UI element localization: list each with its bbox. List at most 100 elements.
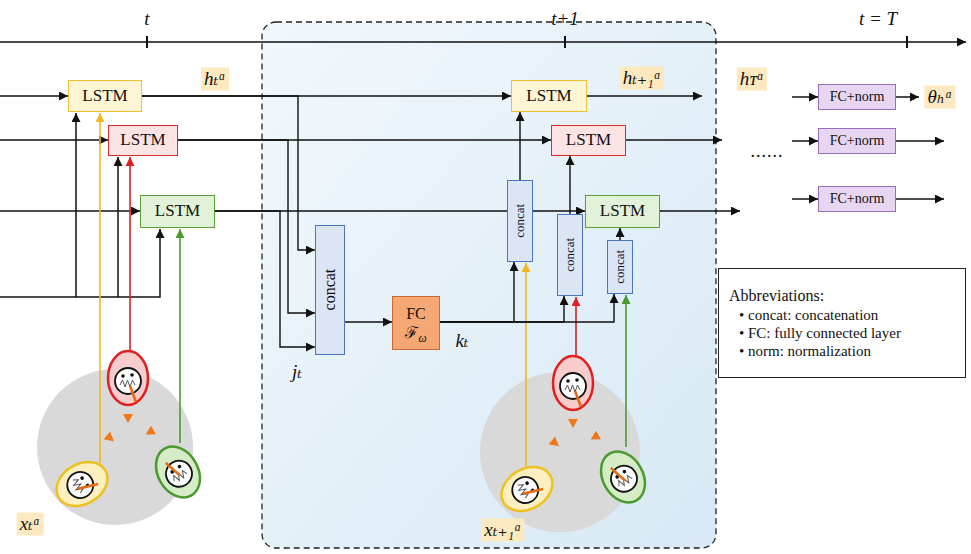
input-wires-part xyxy=(0,210,140,212)
observation-scene-part-part xyxy=(560,373,586,399)
text-line: LSTM xyxy=(600,201,645,221)
math-label: jₜ xyxy=(289,361,305,384)
lstm-box: LSTM xyxy=(511,80,587,112)
observation-scene-part xyxy=(123,414,133,423)
input-wires-part xyxy=(0,139,108,141)
observation-wires-part xyxy=(625,295,627,447)
observation-wires-part xyxy=(575,297,577,355)
text-line: LSTM xyxy=(566,130,611,150)
observation-scene-part xyxy=(549,437,562,450)
observation-scene-part-part xyxy=(78,479,98,494)
node-text: FC+norm xyxy=(830,191,885,208)
lstm-box: LSTM xyxy=(585,195,660,228)
legend-heading: Abbreviations: xyxy=(729,286,824,305)
observation-scene-part xyxy=(147,439,209,506)
math-label: xₜᵅ xyxy=(17,513,44,536)
node-text: FC+norm xyxy=(830,89,885,106)
concat-box: concat xyxy=(507,180,534,262)
observation-scene-part-part xyxy=(553,356,593,410)
observation-wires-part xyxy=(99,113,101,463)
text-line: concat xyxy=(603,259,637,275)
text-line: LSTM xyxy=(82,86,127,106)
text-line: LSTM xyxy=(155,201,200,221)
observation-scene-part xyxy=(143,426,156,439)
observation-scene-part xyxy=(592,444,654,511)
node-text: LSTM xyxy=(120,130,165,150)
timeline-part xyxy=(906,36,908,48)
node-text: concat xyxy=(512,204,528,238)
input-wires-part xyxy=(0,229,160,297)
arrow-connector xyxy=(440,262,514,322)
text-line: Abbreviations: xyxy=(729,286,824,305)
node-text: concat xyxy=(320,269,339,311)
observation-scene-part-part xyxy=(611,465,625,484)
output-wires-part xyxy=(896,198,944,200)
timeline xyxy=(0,36,966,48)
text-line: LSTM xyxy=(120,130,165,150)
observation-wires-part xyxy=(179,229,181,443)
legend-entry: • norm: normalization xyxy=(729,342,871,360)
observation-scene-part xyxy=(494,458,561,520)
output-wires-part xyxy=(792,96,818,98)
observation-scene-part-part xyxy=(508,472,544,508)
text-line: ℱω xyxy=(405,323,426,342)
node-text: concat xyxy=(562,238,578,272)
node-text: LSTM xyxy=(82,86,127,106)
arrow-connector xyxy=(569,156,570,214)
math-label: hₜᵅ xyxy=(201,68,229,91)
observation-scene-part xyxy=(553,356,593,410)
math-label: hᴛᵅ xyxy=(737,68,767,91)
ellipsis-mark: ...... xyxy=(748,141,787,163)
timeline-part xyxy=(564,36,566,48)
arrow-connector xyxy=(619,228,620,240)
observation-scene-part-part xyxy=(606,461,642,497)
observation-wires xyxy=(100,113,626,467)
fc-box: FCℱω xyxy=(392,296,440,350)
output-wires-part xyxy=(896,140,944,142)
observation-scene-part-part xyxy=(575,391,581,407)
arrow-connector xyxy=(215,211,315,347)
observation-scene-part-part xyxy=(63,467,99,503)
observation-scene-part-part xyxy=(130,386,136,402)
arrow-connector xyxy=(440,294,614,322)
time-step-region xyxy=(262,22,716,548)
concat-box: concat xyxy=(607,240,634,294)
fc-norm-box: FC+norm xyxy=(818,128,896,154)
math-label: θₕᵅ xyxy=(924,86,955,109)
node-text: FC+norm xyxy=(830,133,885,150)
text-line: FC+norm xyxy=(830,191,885,208)
observation-wires-part xyxy=(525,263,527,467)
node-text: FC xyxy=(406,304,426,323)
observation-scene-part xyxy=(568,419,578,428)
node-text: concat xyxy=(612,250,628,284)
timeline-part xyxy=(0,41,966,43)
concat-box: concat xyxy=(557,214,584,296)
node-text: ℱ xyxy=(405,323,418,342)
text-line: FC+norm xyxy=(830,133,885,150)
output-wires-part xyxy=(792,140,818,142)
output-wires-part xyxy=(626,139,722,141)
arrow-connector xyxy=(345,321,392,322)
time-label: t+1 xyxy=(548,8,582,31)
text-line: concat xyxy=(309,280,351,299)
observation-scene-part-part xyxy=(115,368,141,394)
legend-entry: • FC: fully connected layer xyxy=(729,324,901,342)
observation-scene-part-part xyxy=(494,458,561,520)
observation-scene-part-part xyxy=(592,444,654,511)
text-line: LSTM xyxy=(526,86,571,106)
observation-scene-part-part xyxy=(108,351,148,405)
input-wires-part xyxy=(117,157,119,297)
text-line: concat xyxy=(503,213,537,229)
observation-scene-part-part xyxy=(523,484,543,499)
output-wires xyxy=(587,96,944,211)
output-wires-part xyxy=(587,95,702,97)
node-text: LSTM xyxy=(155,201,200,221)
output-wires-part xyxy=(896,96,919,98)
timeline-part xyxy=(146,36,148,48)
text-line: • norm: normalization xyxy=(729,342,871,360)
observation-scene-part xyxy=(49,453,116,515)
text-line: • concat: concatenation xyxy=(729,306,878,324)
arrow-connector xyxy=(440,296,564,322)
time-label: t = T xyxy=(856,8,900,31)
